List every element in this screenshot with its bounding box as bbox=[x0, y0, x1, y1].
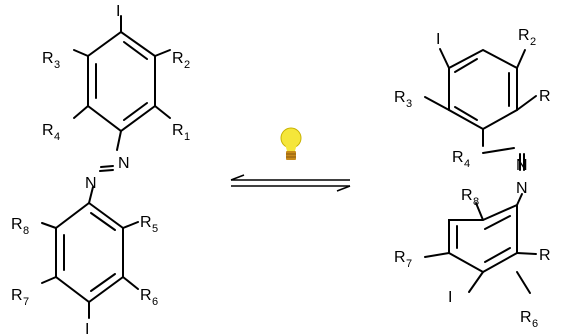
right-top-ring bbox=[448, 48, 518, 131]
svg-text:R: R bbox=[172, 50, 184, 67]
svg-text:7: 7 bbox=[406, 258, 412, 270]
svg-text:R: R bbox=[394, 89, 406, 106]
right-azo-n2: N bbox=[516, 180, 528, 197]
svg-text:R: R bbox=[461, 187, 473, 204]
svg-text:2: 2 bbox=[184, 59, 190, 71]
svg-text:R: R bbox=[42, 122, 54, 139]
svg-text:R: R bbox=[140, 214, 152, 231]
svg-text:R: R bbox=[394, 249, 406, 266]
svg-text:2: 2 bbox=[530, 36, 536, 48]
svg-text:R: R bbox=[518, 27, 530, 44]
right-azo-n1: N bbox=[516, 157, 528, 174]
left-top-ring bbox=[87, 30, 156, 133]
svg-text:5: 5 bbox=[152, 223, 158, 235]
svg-text:R: R bbox=[172, 122, 184, 139]
svg-text:R: R bbox=[140, 287, 152, 304]
svg-text:R: R bbox=[11, 216, 23, 233]
svg-text:4: 4 bbox=[464, 158, 470, 170]
left-bottom-ring bbox=[55, 201, 124, 304]
svg-text:R: R bbox=[539, 247, 551, 264]
svg-text:R: R bbox=[11, 287, 23, 304]
right-substituent-r-bottom: R bbox=[539, 247, 551, 264]
svg-text:R: R bbox=[520, 309, 532, 326]
right-substituent-r-top: R bbox=[539, 88, 551, 105]
right-bottom-ring bbox=[448, 203, 518, 274]
left-iodo-top: I bbox=[116, 3, 120, 20]
svg-text:8: 8 bbox=[23, 225, 29, 237]
svg-text:8: 8 bbox=[473, 196, 479, 208]
equilibrium-arrows bbox=[230, 174, 351, 192]
right-iodo-bottom: I bbox=[448, 289, 452, 306]
svg-text:3: 3 bbox=[406, 98, 412, 110]
left-azo-n2: N bbox=[85, 175, 97, 192]
left-azo-n1: N bbox=[118, 155, 130, 172]
svg-text:7: 7 bbox=[23, 296, 29, 308]
svg-text:R: R bbox=[42, 50, 54, 67]
svg-text:3: 3 bbox=[54, 59, 60, 71]
svg-text:6: 6 bbox=[152, 296, 158, 308]
svg-text:R: R bbox=[452, 149, 464, 166]
right-iodo-top: I bbox=[436, 31, 440, 48]
light-bulb-icon bbox=[280, 127, 302, 160]
svg-text:R: R bbox=[539, 88, 551, 105]
left-iodo-bottom: I bbox=[85, 321, 89, 334]
svg-text:6: 6 bbox=[532, 318, 538, 330]
svg-text:1: 1 bbox=[184, 131, 190, 143]
svg-text:4: 4 bbox=[54, 131, 60, 143]
